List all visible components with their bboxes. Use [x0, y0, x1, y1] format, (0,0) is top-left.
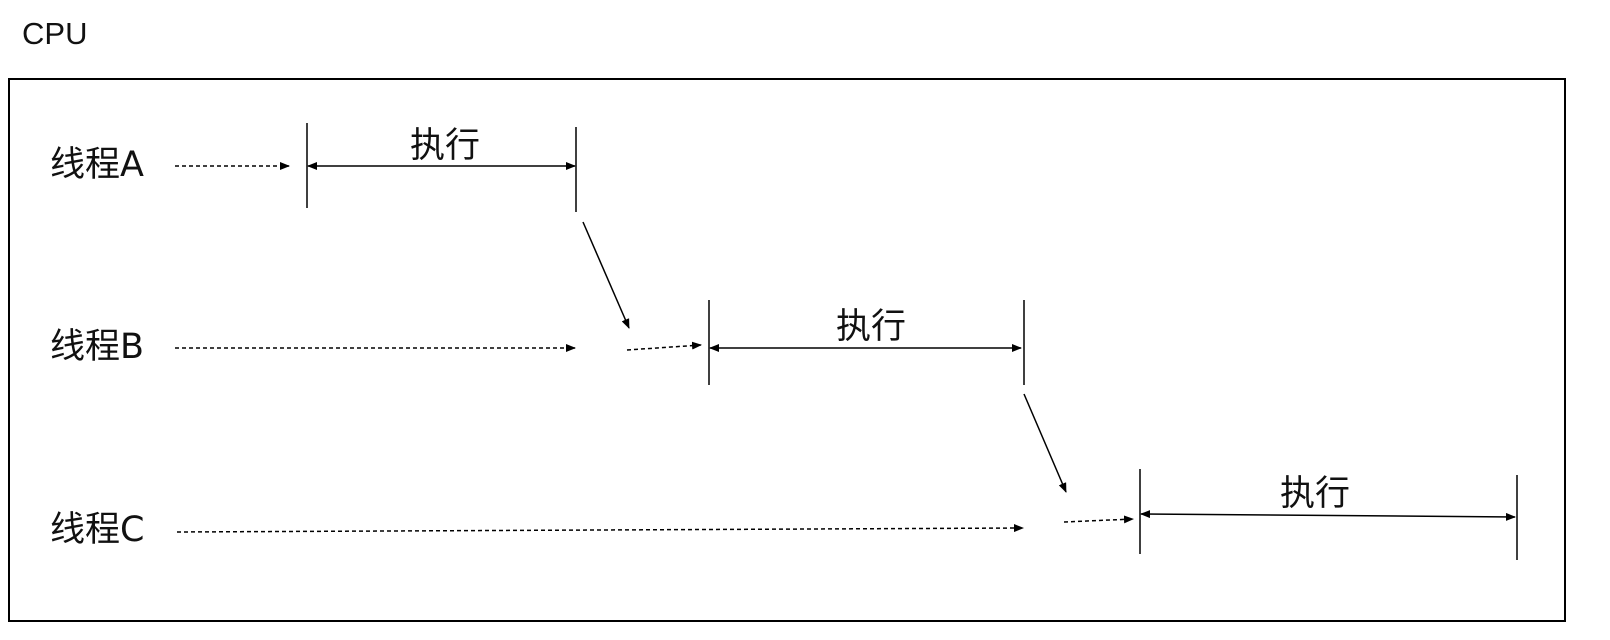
thread-c-exec-span	[1140, 510, 1516, 521]
cpu-title: CPU	[22, 16, 88, 51]
thread-c-label: 线程C	[50, 510, 145, 550]
cpu-frame	[8, 78, 1566, 622]
thread-b-label: 线程B	[50, 327, 145, 367]
thread-a-label: 线程A	[50, 145, 144, 185]
thread-b-resume-arrow	[626, 341, 702, 351]
switch-a-to-b-arrow	[582, 221, 630, 329]
switch-b-to-c-arrow	[1023, 393, 1067, 493]
thread-c-exec-label: 执行	[1280, 474, 1351, 514]
thread-a-exec-label: 执行	[410, 126, 481, 166]
thread-c-wait-arrow	[176, 524, 1024, 533]
thread-c-resume-arrow	[1063, 515, 1134, 524]
thread-b-exec-label: 执行	[836, 307, 907, 347]
